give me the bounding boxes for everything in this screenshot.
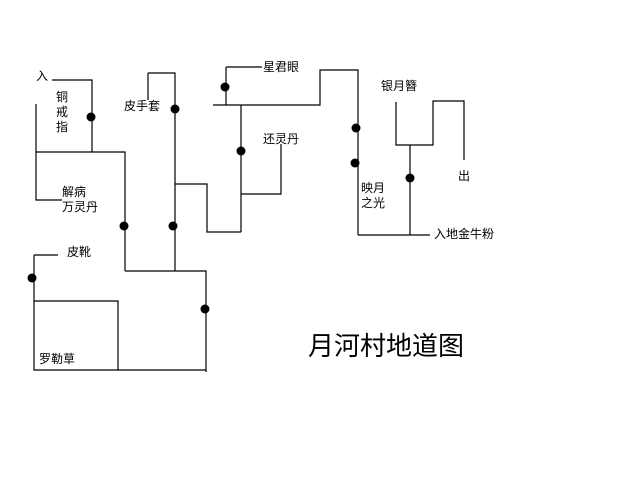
item-marker-dot (86, 112, 96, 122)
item-marker-dot (200, 304, 210, 314)
tunnel-segment (395, 100, 465, 160)
cure-pill-label-2: 万灵丹 (62, 200, 99, 214)
tunnel-segment (148, 72, 176, 271)
tunnel-segment (241, 144, 282, 195)
tunnel-segment (213, 69, 359, 235)
tunnel-segment (33, 255, 206, 371)
item-marker-dot (220, 82, 230, 92)
star-eye-label: 星君眼 (263, 60, 300, 74)
map-title: 月河村地道图 (308, 332, 465, 362)
silver-hairpin-label: 银月簪 (381, 79, 418, 93)
tunnel-segment (125, 270, 207, 372)
item-marker-dot (119, 221, 129, 231)
gold-powder-label: 入地金牛粉 (434, 227, 495, 241)
exit-label: 出 (458, 169, 471, 183)
luole-grass-label: 罗勒草 (39, 352, 76, 366)
item-marker-dot (350, 158, 360, 168)
item-marker-dot (168, 221, 178, 231)
moonlight-label-1: 映月 (361, 181, 386, 195)
copper-ring-label: 铜戒指 (56, 90, 69, 134)
revive-pill-label: 还灵丹 (263, 132, 300, 146)
tunnel-walls (33, 66, 465, 372)
item-marker-dot (236, 146, 246, 156)
tunnel-segment (52, 79, 93, 152)
item-marker-dot (27, 273, 37, 283)
entrance-label: 入 (36, 69, 49, 83)
item-marker-dot (170, 104, 180, 114)
item-marker-dot (351, 123, 361, 133)
item-markers (27, 82, 415, 314)
tunnel-segment (36, 151, 126, 271)
item-marker-dot (405, 173, 415, 183)
moonlight-label-2: 之光 (361, 196, 386, 210)
cure-pill-label-1: 解病 (62, 185, 87, 199)
boots-label: 皮靴 (67, 245, 92, 259)
tunnel-segment (35, 152, 62, 201)
tunnel-segment (175, 183, 241, 233)
tunnel-segment (34, 300, 119, 370)
gloves-label: 皮手套 (124, 99, 161, 113)
